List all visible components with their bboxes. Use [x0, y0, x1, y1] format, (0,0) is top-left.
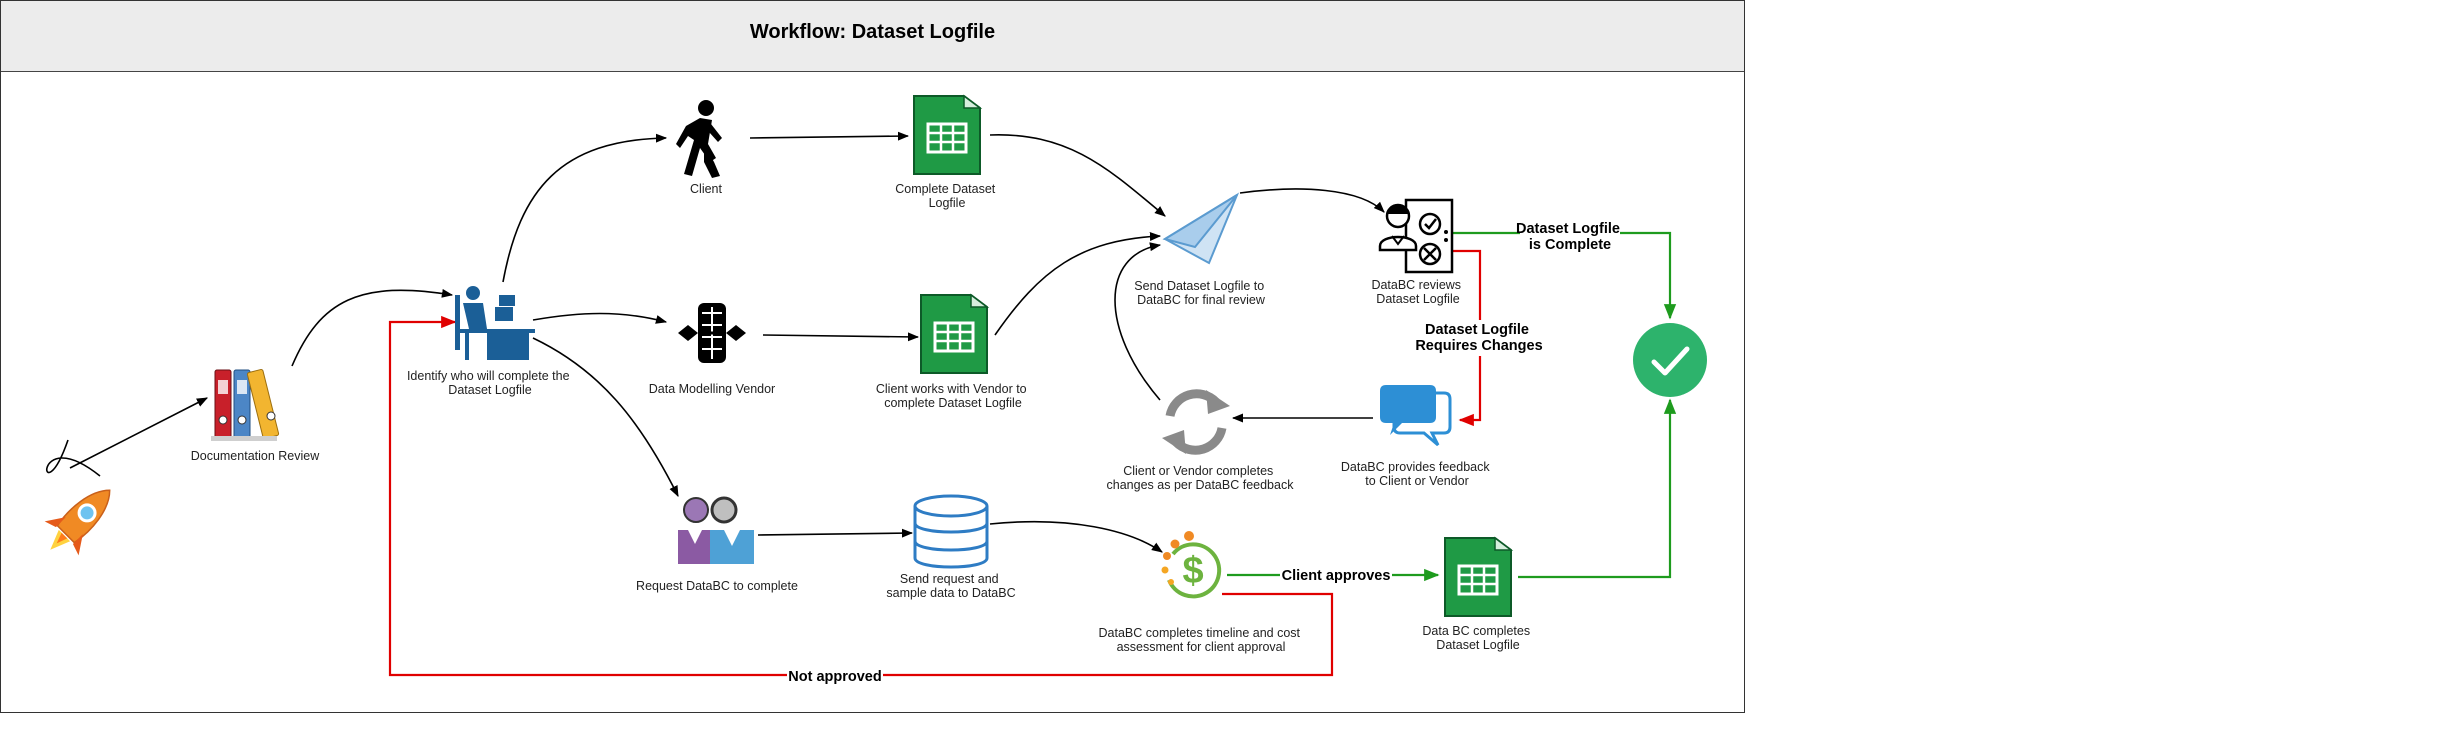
edge-db-to-dollar — [989, 520, 1163, 553]
rocket-icon — [44, 489, 111, 556]
requires-changes-label: Dataset Logfile Requires Changes — [1415, 322, 1542, 354]
edge-client-to-sheet — [749, 131, 910, 141]
edge-docs-to-identify — [291, 288, 454, 367]
edge-cycle-to-plane — [1114, 242, 1162, 401]
send-request-label: Send request and sample data to DataBC — [886, 572, 1015, 600]
refresh-icon — [1162, 389, 1230, 455]
database-icon — [913, 494, 989, 569]
walking-person-icon — [676, 100, 722, 178]
person-at-desk-icon — [455, 286, 535, 360]
vendor-network-icon — [678, 303, 746, 363]
spreadsheet-icon — [1443, 536, 1513, 618]
client-label: Client — [690, 182, 722, 196]
spreadsheet-icon — [919, 293, 989, 375]
title-bar: Workflow: Dataset Logfile — [1, 1, 1744, 72]
databc-completes-label: Data BC completes Dataset Logfile — [1422, 624, 1533, 652]
databc-reviews-label: DataBC reviews Dataset Logfile — [1371, 278, 1464, 306]
dollar-cycle-icon: $ — [1161, 531, 1222, 599]
checkmark-circle-icon — [1633, 323, 1707, 397]
edge-identify-to-client — [502, 133, 668, 283]
edge-rocket-to-docs — [69, 397, 208, 469]
edge-vendor-to-sheet — [762, 332, 920, 342]
client-approves-label: Client approves — [1282, 568, 1391, 584]
identify-label: Identify who will complete the Dataset L… — [407, 369, 573, 397]
edge-identify-to-vendor — [532, 312, 668, 324]
two-people-icon — [678, 496, 754, 564]
request-databc-label: Request DataBC to complete — [636, 579, 798, 593]
data-modelling-vendor-label: Data Modelling Vendor — [649, 382, 775, 396]
edge-plane-to-reviewer — [1239, 188, 1385, 213]
documentation-review-label: Documentation Review — [191, 449, 321, 463]
edge-identify-to-request — [532, 337, 679, 498]
complete-dataset-logfile-label: Complete Dataset Logfile — [895, 182, 999, 210]
binders-icon — [211, 368, 280, 441]
databc-timeline-label: DataBC completes timeline and cost asses… — [1099, 626, 1304, 654]
send-logfile-label: Send Dataset Logfile to DataBC for final… — [1134, 279, 1267, 307]
workflow-diagram: $ Documentation Review Identify who will… — [44, 94, 1707, 685]
edge-final-to-check — [1518, 398, 1677, 579]
edge-sheet2-to-plane — [994, 232, 1162, 336]
is-complete-label: Dataset Logfile is Complete — [1516, 221, 1624, 253]
reviewer-checklist-icon — [1378, 198, 1454, 274]
paper-plane-icon — [1162, 192, 1240, 265]
not-approved-label: Not approved — [788, 669, 881, 685]
client-works-vendor-label: Client works with Vendor to complete Dat… — [876, 382, 1030, 410]
client-vendor-changes-label: Client or Vendor completes changes as pe… — [1107, 464, 1295, 492]
page-title: Workflow: Dataset Logfile — [749, 21, 996, 43]
edge-request-to-db — [757, 528, 914, 538]
speech-bubble-icon — [1380, 385, 1452, 447]
databc-feedback-label: DataBC provides feedback to Client or Ve… — [1341, 460, 1493, 488]
spreadsheet-icon — [912, 94, 982, 176]
edge-rocket-loop — [46, 439, 101, 477]
diagram-frame: Workflow: Dataset Logfile — [0, 0, 1745, 713]
edge-sheet1-to-plane — [989, 134, 1166, 217]
svg-text:$: $ — [1182, 550, 1203, 592]
